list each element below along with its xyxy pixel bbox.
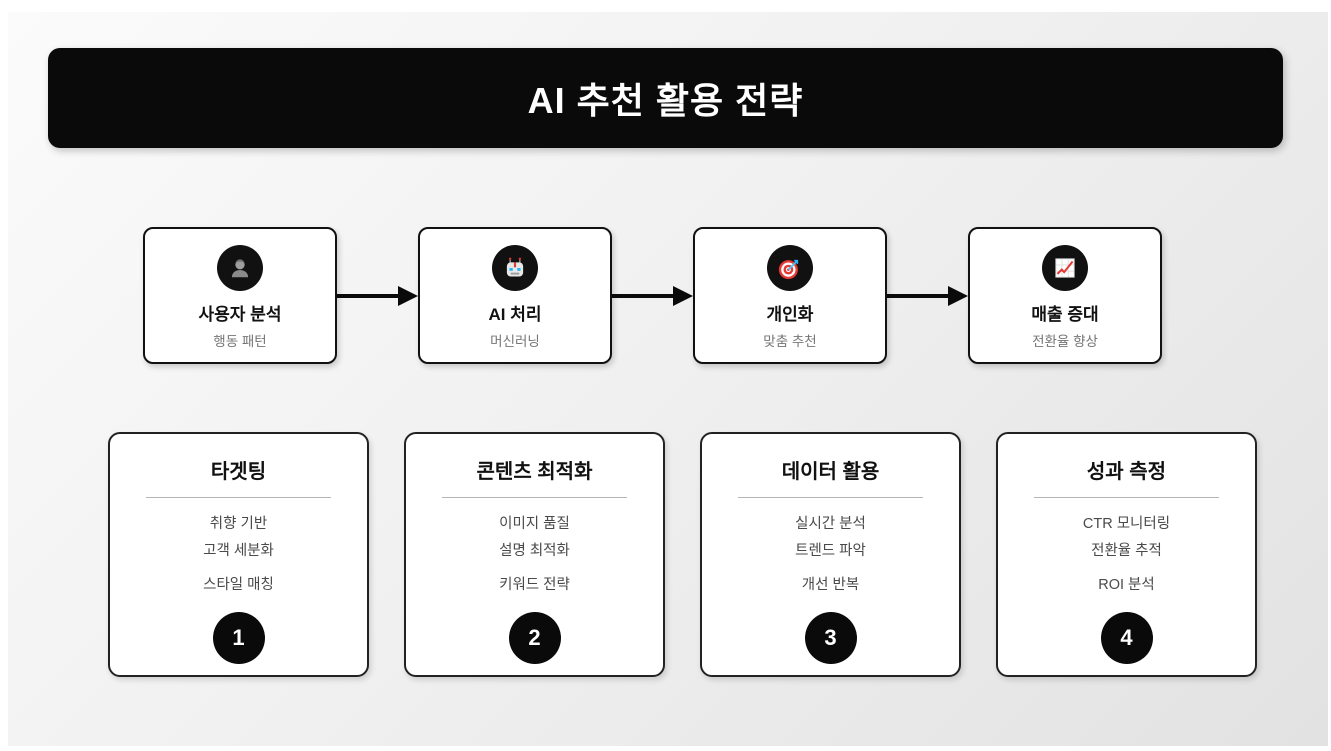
strategy-title: 타겟팅 (210, 461, 267, 483)
list-item: ROI 분석 (1098, 577, 1155, 593)
page-title: AI 추천 활용 전략 (527, 80, 804, 121)
strategy-cards: 타겟팅 취향 기반 고객 세분화 스타일 매칭 1 콘텐츠 최적화 이미지 품질… (108, 432, 1257, 677)
divider (737, 497, 924, 498)
list-item: 트렌드 파악 (795, 543, 866, 559)
flow-step-user-analysis: 사용자 분석 행동 패턴 (143, 227, 337, 364)
divider (1033, 497, 1220, 498)
strategy-item-list: 이미지 품질 설명 최적화 키워드 전략 (499, 511, 570, 599)
flow-step-ai-processing: AI 처리 머신러닝 (418, 227, 612, 364)
flow-step-title: 매출 증대 (1031, 305, 1099, 324)
step-number-badge: 4 (1100, 612, 1153, 664)
robot-icon (506, 257, 524, 277)
flow-arrow (612, 283, 693, 309)
icon-circle (492, 245, 538, 291)
list-item: 설명 최적화 (499, 543, 570, 559)
flow-step-subtitle: 머신러닝 (490, 334, 540, 349)
flow-arrow (337, 283, 418, 309)
arrow-right-icon (337, 285, 418, 306)
strategy-card-data-utilization: 데이터 활용 실시간 분석 트렌드 파악 개선 반복 3 (700, 432, 961, 677)
arrow-right-icon (612, 285, 693, 306)
list-item: 이미지 품질 (499, 516, 570, 532)
flow-step-revenue-growth: 매출 증대 전환율 향상 (968, 227, 1162, 364)
list-item: 취향 기반 (209, 516, 268, 532)
flow-step-subtitle: 전환율 향상 (1032, 334, 1098, 349)
user-icon (231, 259, 249, 278)
chart-icon (1055, 258, 1075, 278)
strategy-title: 데이터 활용 (781, 461, 880, 483)
divider (145, 497, 332, 498)
strategy-item-list: 취향 기반 고객 세분화 스타일 매칭 (203, 511, 274, 599)
strategy-title: 콘텐츠 최적화 (476, 461, 593, 483)
flow-step-personalization: 개인화 맞춤 추천 (693, 227, 887, 364)
list-item: 전환율 추적 (1091, 543, 1162, 559)
flow-arrow (887, 283, 968, 309)
strategy-card-targeting: 타겟팅 취향 기반 고객 세분화 스타일 매칭 1 (108, 432, 369, 677)
strategy-card-performance-measurement: 성과 측정 CTR 모니터링 전환율 추적 ROI 분석 4 (996, 432, 1257, 677)
list-item: 고객 세분화 (203, 543, 274, 559)
list-item: 실시간 분석 (795, 516, 866, 532)
header-banner: AI 추천 활용 전략 (48, 48, 1283, 148)
divider (441, 497, 628, 498)
flow-step-subtitle: 행동 패턴 (213, 334, 267, 349)
list-item: 스타일 매칭 (203, 577, 274, 593)
flow-step-title: 개인화 (766, 305, 814, 324)
flow-step-subtitle: 맞춤 추천 (763, 334, 817, 349)
icon-circle (1042, 245, 1088, 291)
strategy-card-content-optimization: 콘텐츠 최적화 이미지 품질 설명 최적화 키워드 전략 2 (404, 432, 665, 677)
strategy-item-list: 실시간 분석 트렌드 파악 개선 반복 (795, 511, 866, 599)
step-number-badge: 1 (212, 612, 265, 664)
flow-step-title: AI 처리 (488, 305, 542, 324)
step-number-badge: 2 (508, 612, 561, 664)
strategy-title: 성과 측정 (1086, 461, 1167, 483)
strategy-item-list: CTR 모니터링 전환율 추적 ROI 분석 (1083, 511, 1170, 599)
list-item: CTR 모니터링 (1082, 516, 1171, 532)
step-number-badge: 3 (804, 612, 857, 664)
icon-circle (217, 245, 263, 291)
process-flow: 사용자 분석 행동 패턴 (143, 227, 1162, 364)
flow-step-title: 사용자 분석 (198, 305, 282, 324)
target-icon (778, 259, 799, 280)
icon-circle (767, 245, 813, 291)
page-background: AI 추천 활용 전략 사용자 분석 행동 패턴 (8, 12, 1328, 746)
arrow-right-icon (887, 285, 968, 306)
list-item: 키워드 전략 (499, 577, 570, 593)
list-item: 개선 반복 (801, 577, 860, 593)
